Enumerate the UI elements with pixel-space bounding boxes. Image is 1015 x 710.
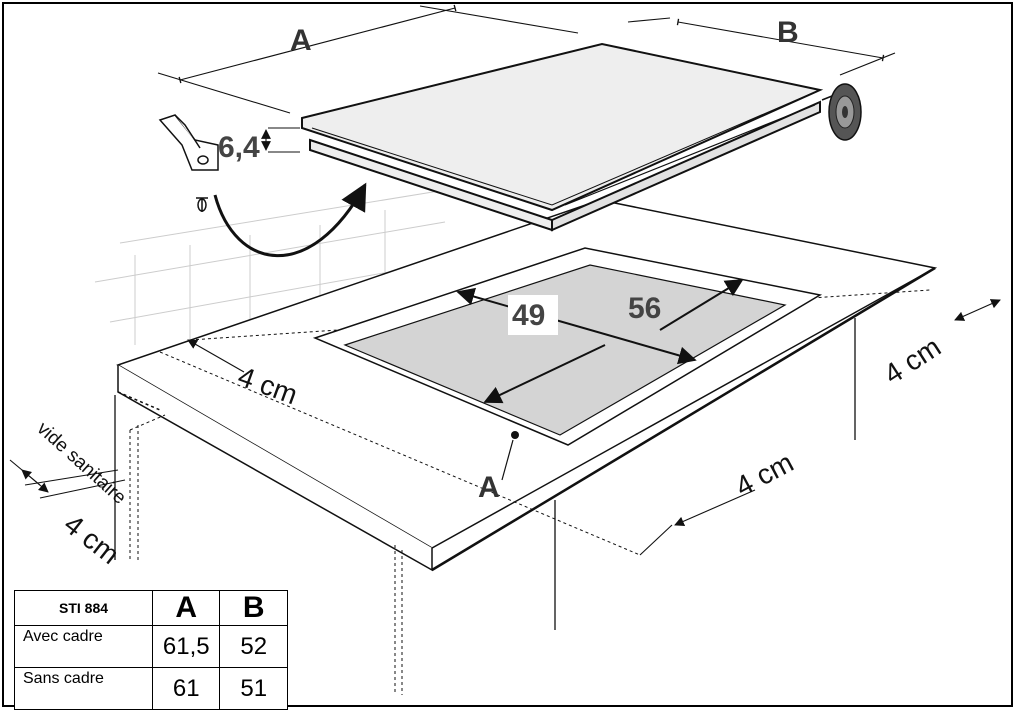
thickness-label: 6,4 — [218, 131, 260, 164]
table-col-b: B — [219, 590, 288, 626]
point-a-marker — [511, 431, 519, 439]
dimension-lines — [157, 4, 896, 153]
point-a-leader — [501, 439, 514, 481]
sealing-tape-roll — [821, 83, 862, 141]
table-cell: 61 — [151, 667, 221, 710]
table-row: Avec cadre 61,5 52 — [14, 625, 288, 668]
mounting-bracket — [158, 114, 219, 171]
cabinet-legs — [114, 318, 856, 630]
table-row: Sans cadre 61 51 — [14, 667, 288, 710]
dim-label-b: B — [777, 16, 799, 49]
screw-icon — [196, 197, 208, 212]
table-row-label: Avec cadre — [14, 625, 153, 668]
cutout-width-label: 56 — [628, 292, 661, 325]
hob-appliance — [301, 42, 824, 232]
dimension-table: STI 884 A B Avec cadre 61,5 52 Sans cadr… — [14, 590, 288, 710]
table-cell: 61,5 — [151, 625, 221, 668]
cutout-depth-label: 49 — [512, 299, 545, 332]
table-cell: 51 — [219, 667, 288, 710]
table-row-label: Sans cadre — [14, 667, 153, 710]
table-col-a: A — [151, 590, 221, 626]
point-a-label: A — [478, 471, 500, 504]
label-bg-49 — [508, 295, 558, 335]
dim-label-a: A — [290, 24, 312, 57]
gap-front-right-label: 4 cm — [730, 446, 798, 502]
gap-dimensions — [9, 299, 1001, 556]
gap-right-label: 4 cm — [878, 331, 946, 390]
install-arrow — [213, 182, 367, 258]
table-cell: 52 — [219, 625, 288, 668]
table-model-cell: STI 884 — [14, 590, 153, 626]
cutout-dimensions — [456, 279, 744, 404]
table-header-row: STI 884 A B — [14, 590, 288, 626]
